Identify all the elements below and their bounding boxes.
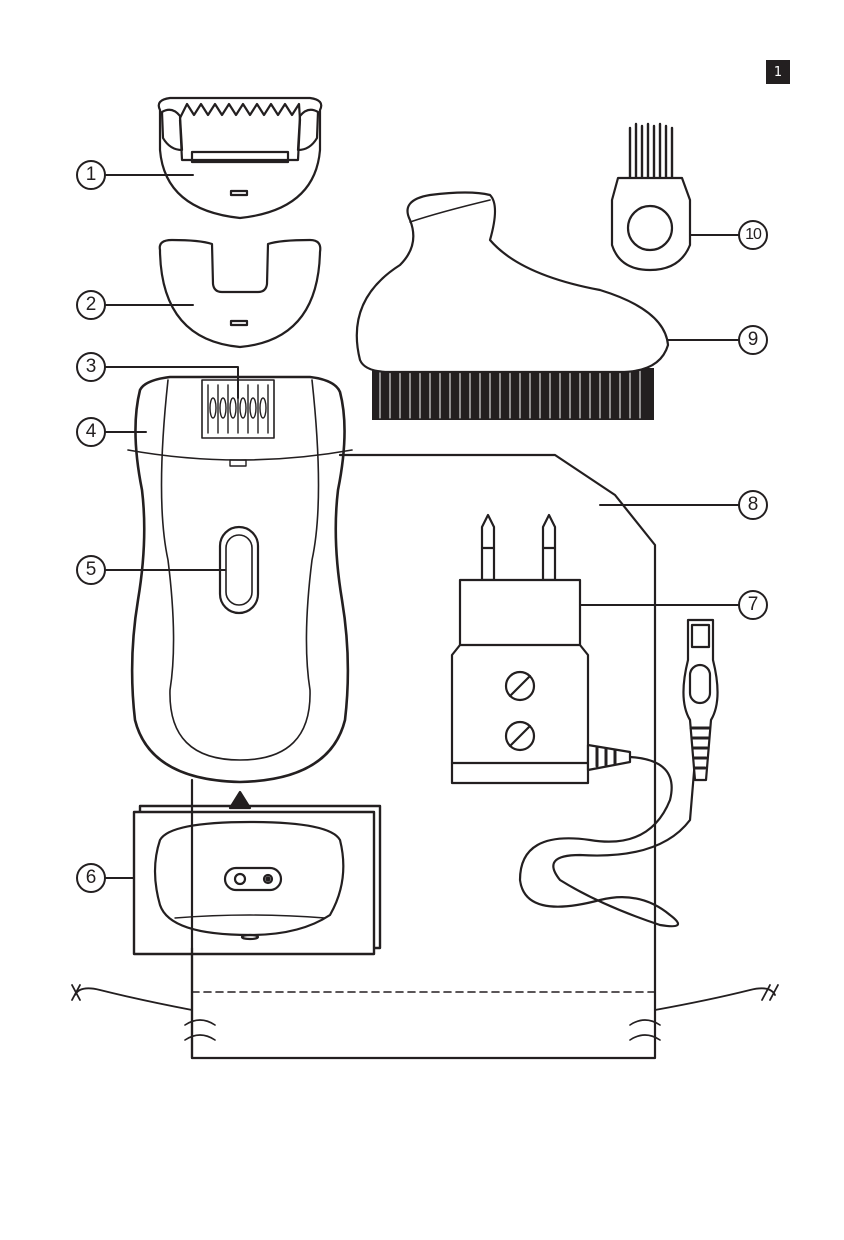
callout-6: 6 (76, 863, 106, 893)
callout-9: 9 (738, 325, 768, 355)
callout-7: 7 (738, 590, 768, 620)
callout-10: 10 (738, 220, 768, 250)
callout-3: 3 (76, 352, 106, 382)
epilator-body (127, 375, 353, 784)
power-adapter (450, 513, 719, 928)
callout-2: 2 (76, 290, 106, 320)
callout-4: 4 (76, 417, 106, 447)
epilator-comb-attachment (157, 96, 323, 220)
callout-5: 5 (76, 555, 106, 585)
body-brush-attachment (355, 191, 670, 420)
callout-8: 8 (738, 490, 768, 520)
shaving-cap-attachment (158, 238, 322, 349)
callout-1: 1 (76, 160, 106, 190)
page-number-badge: 1 (766, 60, 790, 84)
storage-pouch (71, 453, 779, 1060)
socket-detail (132, 790, 382, 956)
cleaning-brush (610, 122, 692, 272)
